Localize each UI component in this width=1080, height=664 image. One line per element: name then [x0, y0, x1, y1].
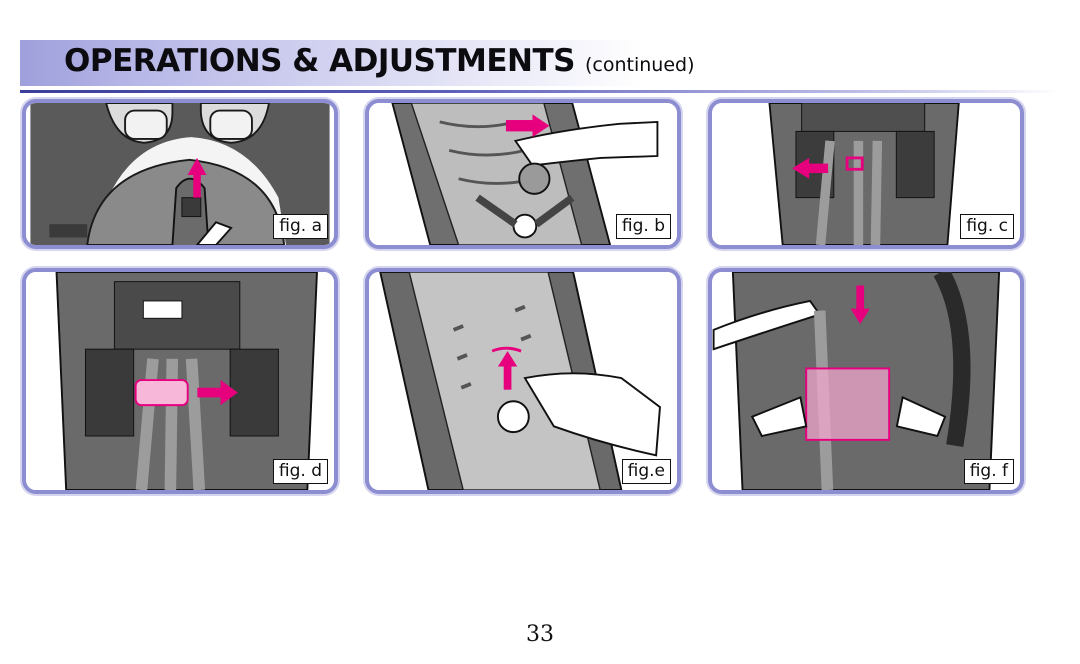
page-subtitle: (continued) [584, 54, 695, 76]
figure-c-label: fig. c [960, 214, 1014, 239]
figure-f-label: fig. f [963, 459, 1014, 484]
header-band [20, 40, 1060, 86]
figure-d-panel: fig. d [22, 268, 338, 494]
figure-a-illustration [30, 103, 330, 245]
figure-a-panel: fig. a [22, 99, 338, 249]
figure-f-panel: fig. f [708, 268, 1024, 494]
figure-e-panel: fig.e [365, 268, 681, 494]
page-title: OPERATIONS & ADJUSTMENTS (continued) [64, 40, 695, 86]
figure-d-label: fig. d [272, 459, 328, 484]
figure-c-panel: fig. c [708, 99, 1024, 249]
page-number: 33 [526, 622, 554, 647]
figure-a-label: fig. a [273, 214, 328, 239]
figure-c-illustration [716, 103, 1016, 245]
figure-d-illustration [27, 272, 333, 490]
figure-f-illustration [712, 272, 1019, 490]
figure-b-label: fig. b [615, 214, 671, 239]
figure-b-illustration [373, 103, 673, 245]
figure-e-illustration [370, 272, 676, 490]
title-text: OPERATIONS & ADJUSTMENTS [64, 43, 575, 79]
figure-e-label: fig.e [621, 459, 671, 484]
header-rule [20, 90, 1060, 93]
figure-b-panel: fig. b [365, 99, 681, 249]
